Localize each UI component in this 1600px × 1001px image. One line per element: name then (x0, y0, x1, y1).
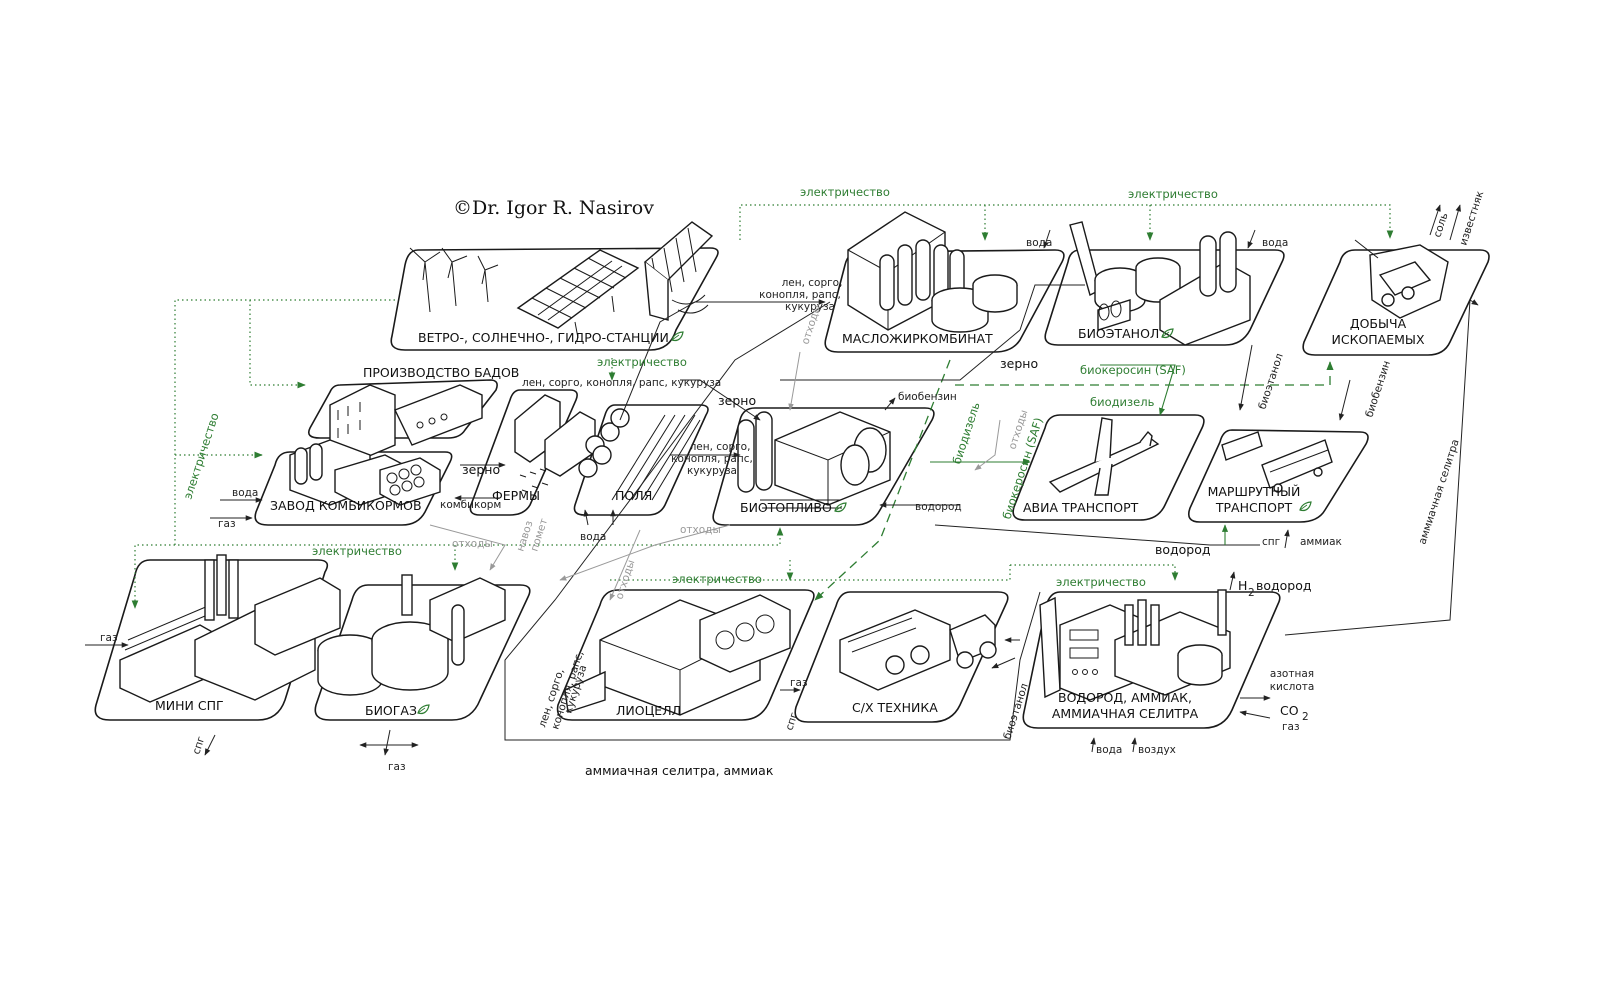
label-route-1: МАРШРУТНЫЙ (1208, 484, 1301, 499)
label-agri-machinery: С/Х ТЕХНИКА (852, 700, 938, 715)
label-biofuel: БИОТОПЛИВО (740, 500, 832, 515)
bus-icon (1221, 431, 1333, 493)
label-biogas: БИОГАЗ (365, 703, 417, 718)
biofuel-plant (737, 411, 891, 509)
label-electricity: электричество (597, 355, 687, 369)
label-waste: отходы (680, 524, 721, 536)
label-grain: зерно (1000, 356, 1038, 371)
label-renewables: ВЕТРО-, СОЛНЕЧНО-, ГИДРО-СТАНЦИИ (418, 330, 669, 345)
label-electricity: электричество (672, 572, 762, 586)
mini-lng-plant (119, 554, 341, 703)
label-biogasoline: биобензин (1363, 359, 1393, 419)
label-biodiesel: биодизель (950, 400, 983, 466)
label-water: вода (232, 487, 258, 499)
silo-icon (847, 211, 1018, 333)
label-hydrogen-2: АММИАЧНАЯ СЕЛИТРА (1052, 706, 1199, 721)
label-waste: отходы (452, 538, 493, 550)
label-supplements: ПРОИЗВОДСТВО БАДОВ (363, 365, 519, 380)
farm-buildings (514, 394, 596, 493)
label-electricity: электричество (800, 185, 890, 199)
label-bioethanol: БИОЭТАНОЛ (1078, 326, 1159, 341)
label-crops: кукуруза (785, 301, 835, 313)
label-lng: спг (1262, 536, 1280, 548)
label-lng: спг (190, 735, 207, 756)
label-gas: газ (388, 761, 406, 773)
label-grain: зерно (718, 393, 756, 408)
label-oil-plant: МАСЛОЖИРКОМБИНАТ (842, 331, 993, 346)
label-h2-sub: 2 (1248, 587, 1255, 599)
label-bioethanol-flow: биоэтанол (1256, 352, 1285, 411)
wind-turbine-icon (409, 247, 499, 313)
label-hydrogen: водород (915, 501, 962, 513)
label-water: вода (580, 531, 606, 543)
label-crops: конопля, рапс, (759, 289, 841, 301)
supplements-plant (329, 384, 483, 463)
lyocell-plant (564, 594, 791, 716)
label-ammonium-nitrate-ammonia: аммиачная селитра, аммиак (585, 763, 774, 778)
label-mining-1: ДОБЫЧА (1350, 316, 1407, 331)
label-limestone: известняк (1457, 190, 1486, 247)
label-electricity: электричество (1128, 187, 1218, 201)
feed-mill-plant (289, 439, 441, 506)
label-electricity: электричество (1056, 575, 1146, 589)
hydro-dam-icon (643, 221, 714, 321)
label-hydrogen-1: ВОДОРОД, АММИАК, (1058, 690, 1192, 705)
label-lng: спг (783, 711, 800, 732)
label-feed-mill: ЗАВОД КОМБИКОРМОВ (270, 498, 422, 513)
biogas-plant (317, 574, 506, 696)
label-grain: зерно (462, 462, 500, 477)
label-biokerosene: биокеросин (SAF) (1080, 363, 1186, 377)
label-water: вода (1262, 237, 1288, 249)
tree-icon (578, 408, 630, 478)
label-hydrogen: водород (1256, 578, 1312, 593)
label-water: вода (1026, 237, 1052, 249)
label-air: воздух (1138, 744, 1176, 756)
label-nitric-1: азотная (1270, 668, 1314, 680)
label-fields: ПОЛЯ (615, 488, 652, 503)
label-lyocell: ЛИОЦЕЛЛ (616, 703, 681, 718)
flow-lines (85, 204, 1479, 756)
label-crops: конопля, рапс, (671, 453, 753, 465)
label-co2: CO (1280, 703, 1299, 718)
label-gas: газ (790, 677, 808, 689)
label-gas: газ (1282, 721, 1300, 733)
label-h2: H (1238, 578, 1247, 593)
airplane-icon (1048, 417, 1160, 496)
label-aviation: АВИА ТРАНСПОРТ (1023, 500, 1139, 515)
solar-panel-icon (516, 249, 640, 339)
label-crops: лен, сорго, (782, 277, 843, 289)
label-salt: соль (1431, 211, 1450, 239)
fields-lines (611, 414, 701, 501)
label-farms: ФЕРМЫ (492, 488, 540, 503)
label-ammonium-nitrate: аммиачная селитра (1416, 438, 1461, 546)
label-gas: газ (218, 518, 236, 530)
label-crops: лен, сорго, (690, 441, 751, 453)
label-biodiesel: биодизель (1090, 395, 1155, 409)
label-electricity: электричество (312, 544, 402, 558)
label-ammonia: аммиак (1300, 536, 1342, 548)
label-hydrogen: водород (1155, 542, 1211, 557)
label-water: вода (1096, 744, 1122, 756)
excavator-icon (1354, 239, 1449, 319)
combine-harvester-icon (839, 609, 997, 691)
hydrogen-plant (1039, 589, 1231, 701)
label-compound-feed: комбикорм (440, 499, 501, 511)
label-crops: кукуруза (687, 465, 737, 477)
label-electricity: электричество (181, 411, 222, 501)
label-mining-2: ИСКОПАЕМЫХ (1331, 332, 1424, 347)
label-mini-lng: МИНИ СПГ (155, 698, 224, 713)
label-nitric-2: кислота (1270, 681, 1315, 693)
label-route-2: ТРАНСПОРТ (1215, 500, 1293, 515)
bioethanol-plant (1069, 221, 1251, 346)
label-crops: лен, сорго, конопля, рапс, кукуруза (522, 377, 721, 389)
copyright: ©Dr. Igor R. Nasirov (453, 197, 654, 219)
label-gas: газ (100, 632, 118, 644)
label-co2-sub: 2 (1302, 711, 1309, 723)
label-biogasoline: биобензин (898, 391, 957, 403)
